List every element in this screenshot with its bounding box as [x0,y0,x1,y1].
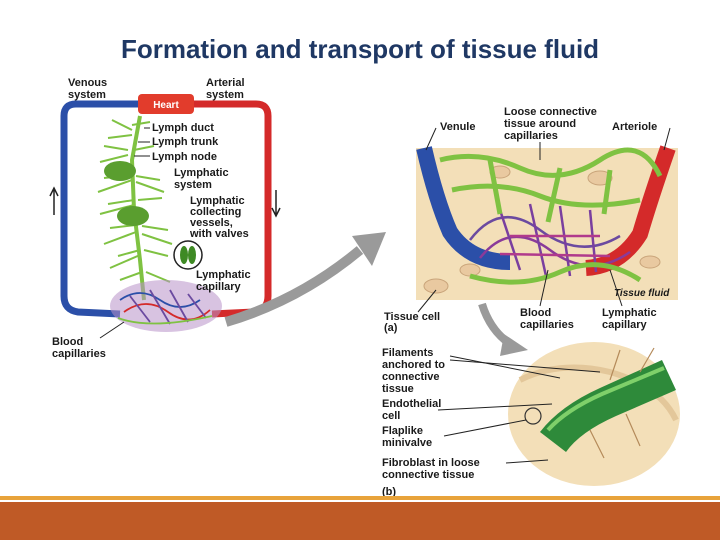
arterial-system-label-2: system [206,89,244,101]
zoom-arrow-a [224,246,364,327]
diagram-canvas: Heart Veno [49,77,680,498]
fibroblast-label-2: connective tissue [382,469,474,481]
flaplike-label-2: minivalve [382,437,432,449]
flow-arrow-down [271,190,281,218]
svg-text:Endothelial cell: Endothelial cell [382,398,444,422]
heart-label: Heart [153,100,179,111]
svg-text:Filaments anchored to: Filaments anchored to connective tissue [382,347,448,395]
panel-b-figure: Filaments anchored to connective tissue … [382,342,680,498]
lymphatic-system-label-1: Lymphatic [174,167,229,179]
overview-figure: Heart Veno [49,77,281,360]
lymphatic-system-label-2: system [174,179,212,191]
lymphatic-capillary-right-label-1: Lymphatic [602,307,657,319]
svg-text:Blood capillaries: Blood capillaries [52,336,106,360]
lymphatic-capillary-network [439,147,663,285]
blood-capillaries-right-label-1: Blood [520,307,551,319]
footer-bar [0,502,720,540]
lymph-trunk-label: Lymph trunk [152,136,219,148]
blood-capillaries-left-label-1: Blood [52,336,83,348]
venous-system-label-2: system [68,89,106,101]
svg-text:Lymphatic capillary: Lymphatic capillary [602,307,660,331]
anchoring-filaments [589,347,655,459]
loose-connective-label-1: Loose connective [504,106,597,118]
filaments-label-1: Filaments [382,347,433,359]
flow-arrow-up [49,186,59,215]
lymphatic-collecting-label-1: Lymphatic [190,195,245,207]
arterial-system-label-1: Arterial [206,77,245,89]
svg-text:Fibroblast in loose conn: Fibroblast in loose connective tissue [382,457,483,481]
endothelial-label-2: cell [382,410,400,422]
lymphatic-collecting-label-3: vessels, [190,217,233,229]
capillary-mesh [117,289,213,325]
fibroblast-label-1: Fibroblast in loose [382,457,480,469]
filaments-label-4: tissue [382,383,414,395]
lymphatic-collecting-label-4: with valves [189,228,249,240]
endothelial-label-1: Endothelial [382,398,441,410]
venous-system-label-1: Venous [68,77,107,89]
loose-connective-label-3: capillaries [504,130,558,142]
svg-text:Lymphatic system: Lymphatic system [174,167,232,191]
flaplike-label-1: Flaplike [382,425,423,437]
lymphatic-capillary-right-label-2: capillary [602,319,648,331]
panel-b-label: (b) [382,486,396,498]
venule-vessel [416,146,511,270]
filaments-label-3: connective [382,371,439,383]
footer-accent-line [0,496,720,500]
lymphatic-collecting-label-2: collecting [190,206,241,218]
svg-text:Loose connective tissue: Loose connective tissue around capillari… [504,106,600,142]
lymph-node-label: Lymph node [152,151,217,163]
lymphatic-tube [540,360,676,452]
svg-text:Venous system: Venous system [68,77,110,101]
blood-capillaries-right-label-2: capillaries [520,319,574,331]
lymph-duct-label: Lymph duct [152,122,214,134]
heart-shape [138,94,194,114]
tissue-fluid-label: Tissue fluid [614,288,670,299]
panel-a-label: (a) [384,322,398,334]
lymph-node-upper [104,161,136,181]
arteriole-label: Arteriole [612,121,657,133]
svg-text:Arterial system: Arterial system [206,77,248,101]
blood-capillary-network [469,203,631,277]
panel-a-figure: Tissue fluid Loose connective tissue aro… [384,106,678,334]
venous-vessel [60,100,150,318]
filaments-label-2: anchored to [382,359,445,371]
svg-text:Lymphatic capillary: Lymphatic capillary [196,269,254,293]
venule-label: Venule [440,121,475,133]
lymphatic-capillary-left-label-2: capillary [196,281,242,293]
blood-capillaries-left-label-2: capillaries [52,348,106,360]
minivalve-highlight [524,407,542,425]
lymphatic-capillary-left-label-1: Lymphatic [196,269,251,281]
tissue-cell-label: Tissue cell [384,311,440,323]
lymph-node-lower [117,206,149,226]
svg-text:Blood capillaries: Blood capillaries [520,307,574,331]
slide-title: Formation and transport of tissue fluid [120,34,600,64]
svg-text:Flaplike minivalve: Flaplike minivalve [382,425,432,449]
svg-text:Lymphatic collecting: Lymphatic collecting vessels, with valve… [189,195,249,240]
loose-connective-label-2: tissue around [504,118,576,130]
